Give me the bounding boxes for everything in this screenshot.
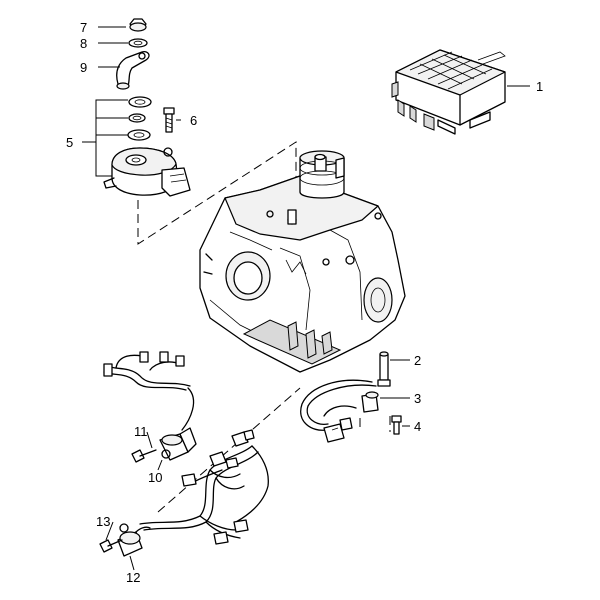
callout-6: 6 <box>190 113 197 128</box>
lock-washer[interactable] <box>128 38 148 48</box>
callout-4: 4 <box>414 419 421 434</box>
bolt[interactable] <box>163 107 175 133</box>
temperature-sensor-12[interactable] <box>117 523 151 557</box>
projection-line <box>157 387 301 513</box>
projection-line <box>359 416 391 432</box>
leader-lines <box>82 26 530 571</box>
callout-7: 7 <box>80 20 87 35</box>
selector-lever[interactable] <box>116 50 150 90</box>
callout-12: 12 <box>126 570 140 585</box>
callout-13: 13 <box>96 514 110 529</box>
multifunction-switch[interactable] <box>103 147 191 197</box>
upper-wiring-harness[interactable] <box>103 351 195 431</box>
mounting-bolt-4[interactable] <box>391 415 402 435</box>
callout-5: 5 <box>66 135 73 150</box>
callout-10: 10 <box>148 470 162 485</box>
screw-13[interactable] <box>99 539 123 553</box>
transmission-housing[interactable] <box>199 150 406 373</box>
speed-sensor[interactable] <box>377 351 391 387</box>
callout-11: 11 <box>134 424 148 439</box>
sensor-with-harness[interactable] <box>300 379 379 443</box>
hex-nut[interactable] <box>129 18 147 32</box>
screw-11[interactable] <box>131 449 157 463</box>
callout-labels: 7 8 9 6 5 1 2 3 4 11 10 13 12 <box>66 20 543 585</box>
seal-ring[interactable] <box>128 113 146 123</box>
circlip[interactable] <box>128 96 152 108</box>
callout-3: 3 <box>414 391 421 406</box>
callout-9: 9 <box>80 60 87 75</box>
callout-1: 1 <box>536 79 543 94</box>
callout-8: 8 <box>80 36 87 51</box>
connector-10[interactable] <box>159 427 197 461</box>
spacer-washer[interactable] <box>127 129 151 141</box>
control-unit[interactable] <box>391 49 506 135</box>
callout-2: 2 <box>414 353 421 368</box>
main-wiring-harness[interactable] <box>139 429 269 545</box>
